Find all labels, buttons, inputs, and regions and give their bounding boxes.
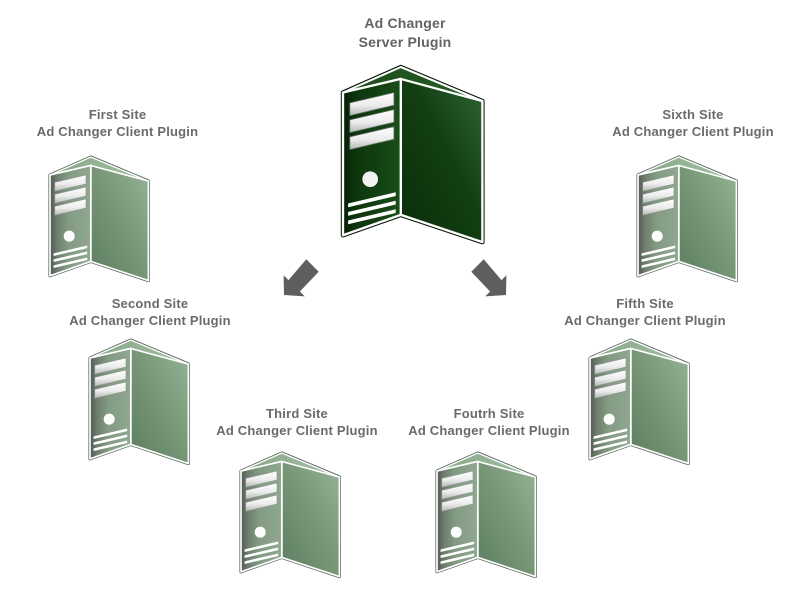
site-label-third: Third Site Ad Changer Client Plugin: [187, 405, 407, 439]
site-name: First Site: [88, 107, 147, 122]
client-server-tower-icon: [578, 316, 698, 472]
site-subtitle: Ad Changer Client Plugin: [216, 423, 378, 438]
site-label-first: First Site Ad Changer Client Plugin: [10, 106, 225, 140]
site-name: Sixth Site: [662, 107, 724, 122]
central-server-label: Ad Changer Server Plugin: [285, 14, 525, 52]
site-name: Foutrh Site: [453, 406, 525, 421]
server-tower-icon: [326, 33, 496, 254]
site-subtitle: Ad Changer Client Plugin: [69, 313, 231, 328]
client-server-tower-icon: [229, 429, 349, 585]
site-name: Third Site: [266, 406, 328, 421]
client-server-tower-icon: [38, 133, 158, 289]
site-name: Second Site: [111, 296, 189, 311]
client-server-tower-icon: [425, 429, 545, 585]
site-label-fourth: Foutrh Site Ad Changer Client Plugin: [379, 405, 599, 439]
site-name: Fifth Site: [616, 296, 674, 311]
client-server-tower-icon: [626, 133, 746, 289]
site-subtitle: Ad Changer Client Plugin: [612, 124, 774, 139]
site-label-second: Second Site Ad Changer Client Plugin: [40, 295, 260, 329]
central-server-title-line2: Server Plugin: [358, 34, 452, 50]
site-subtitle: Ad Changer Client Plugin: [408, 423, 570, 438]
site-subtitle: Ad Changer Client Plugin: [564, 313, 726, 328]
arrow-down-left-icon: [280, 256, 324, 302]
central-server-title-line1: Ad Changer: [364, 15, 446, 31]
site-label-fifth: Fifth Site Ad Changer Client Plugin: [535, 295, 755, 329]
client-server-tower-icon: [78, 316, 198, 472]
site-subtitle: Ad Changer Client Plugin: [36, 124, 199, 139]
site-label-sixth: Sixth Site Ad Changer Client Plugin: [585, 106, 800, 140]
arrow-down-right-icon: [466, 256, 510, 302]
